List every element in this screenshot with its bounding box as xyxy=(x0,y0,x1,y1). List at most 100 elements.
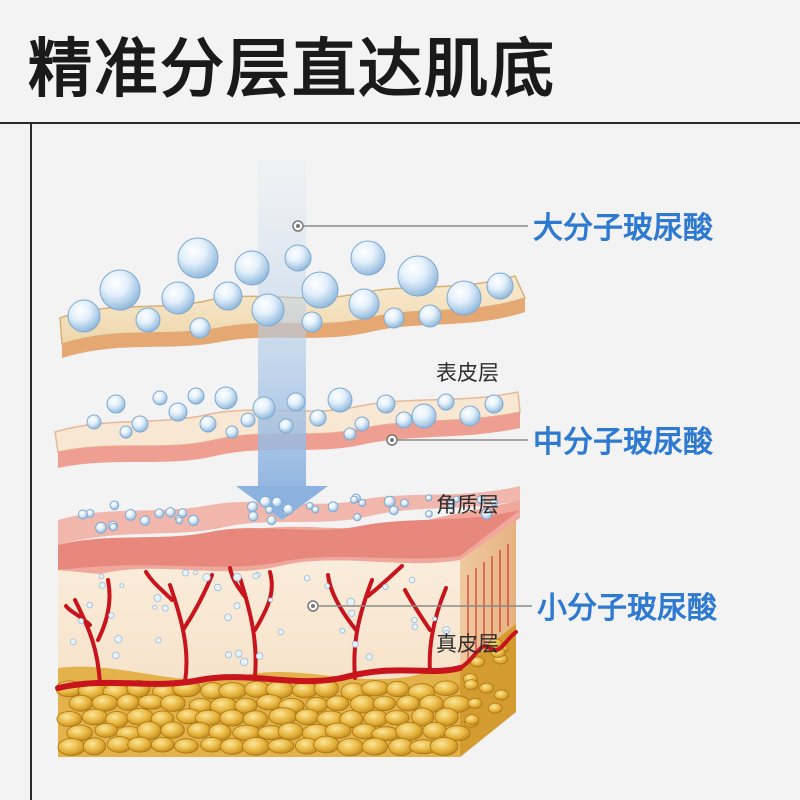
fat-cell xyxy=(411,707,435,727)
ha-bubble xyxy=(395,411,413,429)
ha-bubble xyxy=(425,510,433,518)
fat-cell xyxy=(200,737,224,753)
small-ha-label: 小分子玻尿酸 xyxy=(537,591,718,626)
ha-bubble xyxy=(135,307,161,333)
ha-bubble xyxy=(446,280,482,316)
fat-cell xyxy=(395,721,424,741)
dermis-particle xyxy=(348,609,356,617)
ha-bubble xyxy=(154,508,165,519)
ha-bubble xyxy=(309,409,327,427)
ha-bubble xyxy=(452,495,460,503)
fat-cell xyxy=(68,694,94,712)
ha-bubble xyxy=(286,392,306,412)
dermis-particle xyxy=(268,597,273,603)
fat-cell xyxy=(325,695,350,712)
fat-cell xyxy=(219,709,245,727)
ha-bubble xyxy=(165,507,176,518)
dermis-particle xyxy=(108,612,115,619)
ha-bubble xyxy=(259,495,272,508)
fat-cell xyxy=(82,737,106,756)
ha-bubble xyxy=(459,405,481,427)
ha-bubble xyxy=(189,317,211,339)
ha-bubble xyxy=(86,414,102,430)
fat-cell xyxy=(234,697,258,714)
fat-cell xyxy=(339,710,364,729)
dermis-particle xyxy=(443,629,450,636)
ha-bubble xyxy=(247,501,258,513)
ha-bubble xyxy=(354,416,370,432)
fat-cell xyxy=(94,723,118,738)
dermis-particle xyxy=(324,583,331,589)
ha-bubble xyxy=(353,513,362,522)
hyaluronic-acid-bubbles xyxy=(67,237,514,534)
epidermis-label: 表皮层 xyxy=(436,361,499,385)
fat-cell xyxy=(463,679,479,691)
fat-cell xyxy=(116,694,140,711)
ha-bubble xyxy=(411,403,437,429)
fat-cell xyxy=(186,722,212,739)
ha-bubble xyxy=(383,495,396,508)
ha-bubble xyxy=(271,496,283,508)
ha-bubble xyxy=(252,396,276,420)
dermis-particle xyxy=(214,583,222,592)
fat-cell xyxy=(386,680,410,698)
dermis-particle xyxy=(86,601,93,609)
ha-bubble xyxy=(400,498,410,508)
dermis-particle xyxy=(233,602,241,610)
fat-cell xyxy=(267,738,295,754)
fat-cell xyxy=(433,680,460,696)
ha-bubble xyxy=(95,521,107,534)
ha-bubble xyxy=(481,508,493,520)
ha-bubble xyxy=(109,523,118,532)
ha-bubble xyxy=(301,271,339,309)
fat-cell xyxy=(294,708,320,726)
ha-bubble xyxy=(152,390,168,406)
dermis-particle xyxy=(411,617,418,624)
ha-bubble xyxy=(225,425,239,439)
dermis-particle xyxy=(233,572,242,582)
ha-bubble xyxy=(327,387,353,413)
dermis-particle xyxy=(161,604,169,612)
fat-cell xyxy=(372,695,396,712)
fat-cell xyxy=(218,682,248,700)
dermis-particle xyxy=(408,576,416,584)
dermis-particle xyxy=(119,583,125,588)
ha-bubble xyxy=(168,402,188,422)
fat-cell xyxy=(241,737,270,756)
fat-cell xyxy=(277,722,304,741)
ha-bubble xyxy=(124,509,137,521)
fat-cell xyxy=(91,694,119,712)
ha-bubble xyxy=(486,272,514,300)
ha-bubble xyxy=(119,425,133,439)
fat-cell xyxy=(324,722,352,739)
ha-bubble xyxy=(265,505,274,515)
ha-bubble xyxy=(234,250,270,286)
fat-cell xyxy=(467,698,483,709)
page-title: 精准分层直达肌底 xyxy=(28,33,556,107)
dermis-particle xyxy=(181,569,190,577)
blood-vessels xyxy=(55,564,518,691)
header-bar: 精准分层直达肌底 xyxy=(0,0,800,124)
dermis-particle xyxy=(98,573,105,580)
label-medium-ha: 中分子玻尿酸 xyxy=(386,425,714,460)
ha-bubble xyxy=(348,288,380,320)
ha-bubble xyxy=(383,307,405,329)
fat-cell xyxy=(57,738,86,756)
fat-cell xyxy=(81,708,109,726)
dermis-particle xyxy=(239,657,249,667)
dermis-particle xyxy=(365,653,373,661)
fat-cell xyxy=(127,736,153,753)
ha-bubble xyxy=(177,237,219,279)
dermis-particle xyxy=(155,637,162,644)
label-large-ha: 大分子玻尿酸 xyxy=(292,211,714,246)
ha-bubble xyxy=(389,505,399,516)
vessel-base xyxy=(55,665,463,691)
ha-bubble xyxy=(248,511,259,522)
ha-bubble xyxy=(109,500,120,511)
ha-bubble xyxy=(476,495,486,505)
dermis-particle xyxy=(252,572,259,580)
vessel-side xyxy=(458,630,518,670)
ha-bubble xyxy=(301,311,323,333)
ha-bubble xyxy=(327,501,339,513)
ha-bubble xyxy=(199,415,217,433)
